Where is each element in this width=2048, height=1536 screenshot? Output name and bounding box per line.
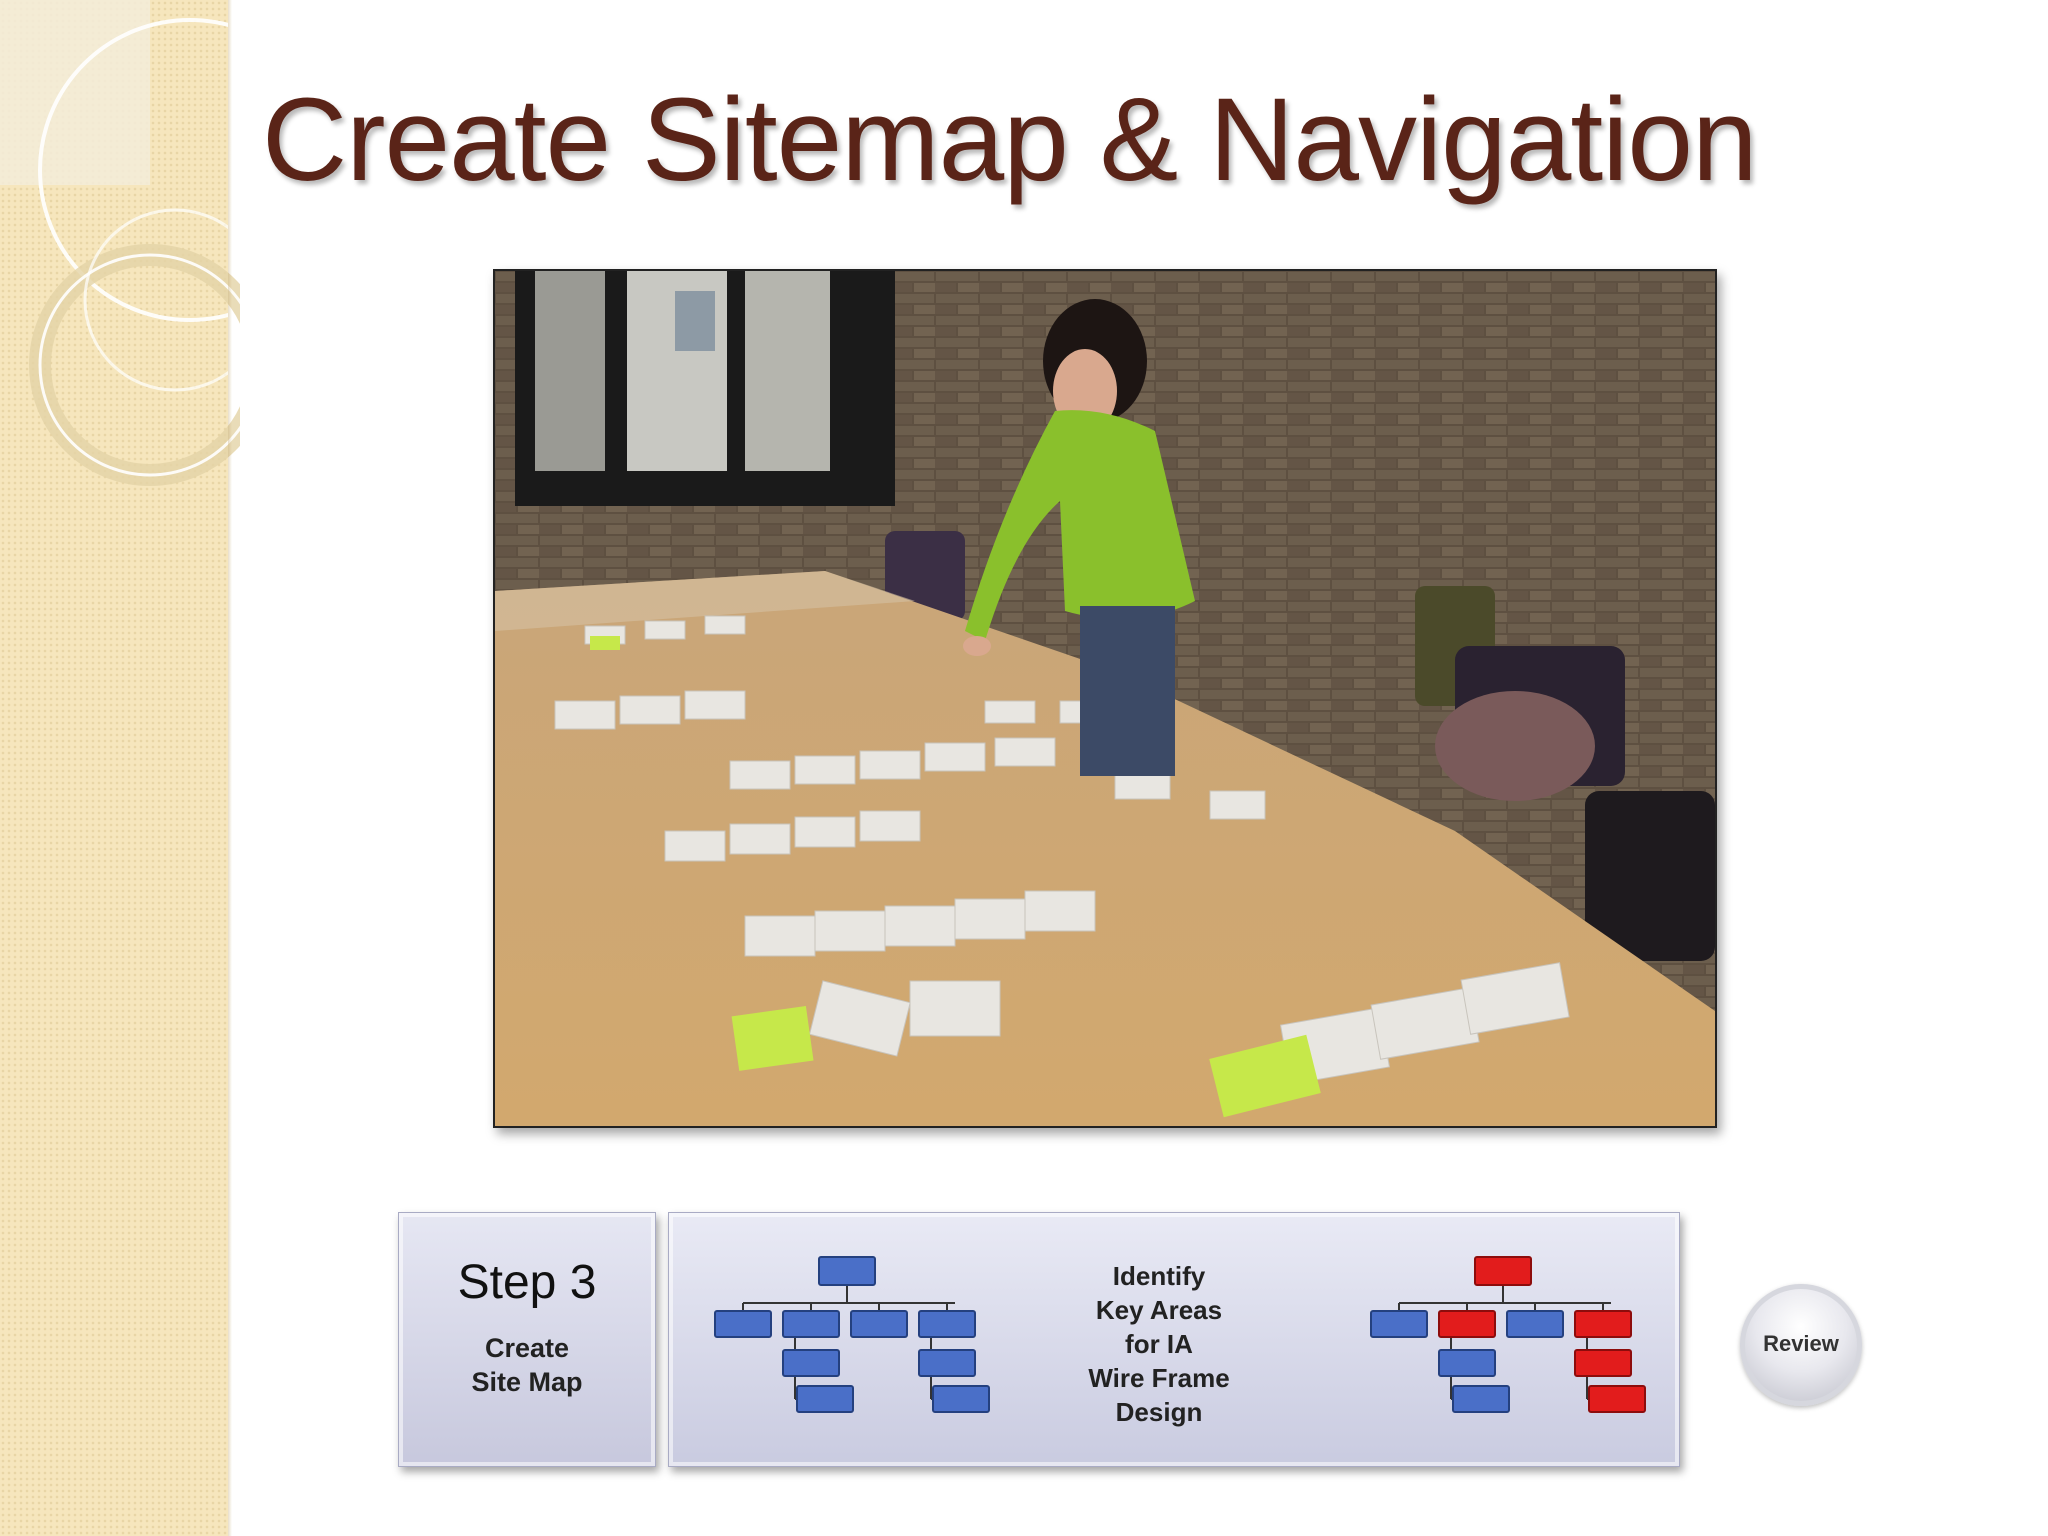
review-button[interactable]: Review xyxy=(1740,1284,1862,1406)
flow-panel: Identify Key Areas for IA Wire Frame Des… xyxy=(668,1212,1680,1467)
side-band-edge xyxy=(228,0,232,1536)
flow-description: Identify Key Areas for IA Wire Frame Des… xyxy=(1069,1259,1249,1429)
workshop-photo xyxy=(493,269,1717,1128)
flow-text-line: for IA xyxy=(1125,1329,1193,1359)
flow-text-line: Key Areas xyxy=(1095,1295,1223,1325)
review-label: Review xyxy=(1763,1331,1839,1356)
sitemap-tree-icon xyxy=(714,1256,990,1413)
step-subtitle: Create Site Map xyxy=(399,1331,655,1399)
card-sorting-photo-illustration xyxy=(495,271,1715,1126)
step-title: Step 3 xyxy=(457,1256,597,1309)
highlighted-sitemap-tree-icon xyxy=(1370,1256,1646,1413)
step-subtitle-line: Site Map xyxy=(471,1367,583,1397)
decorative-circles xyxy=(0,0,240,486)
step-subtitle-line: Create xyxy=(484,1333,570,1363)
step-3-card: Step 3 Create Site Map xyxy=(398,1212,656,1467)
flow-text-line: Identify xyxy=(1112,1261,1206,1291)
slide-title: Create Sitemap & Navigation xyxy=(262,74,1758,206)
flow-text-line: Wire Frame xyxy=(1088,1363,1230,1393)
flow-text-line: Design xyxy=(1115,1397,1203,1427)
